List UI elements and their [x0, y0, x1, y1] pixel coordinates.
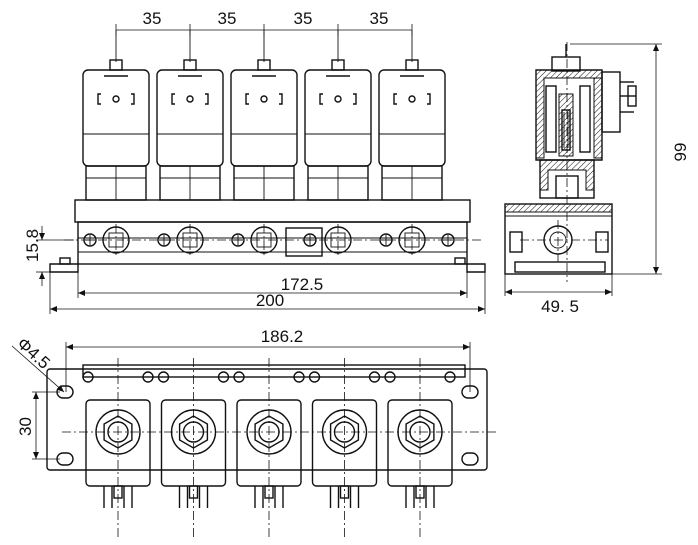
side-width-dimension — [504, 274, 613, 296]
overall-length-label: 200 — [256, 291, 284, 310]
side-width-label: 49. 5 — [541, 297, 579, 316]
side-height-dimension — [570, 43, 662, 275]
pitch-dimensions — [115, 24, 413, 36]
side-section-view — [504, 42, 637, 282]
bottom-valve-3 — [233, 358, 305, 540]
bottom-length-label: 186.2 — [261, 327, 304, 346]
pitch-label-2: 35 — [218, 9, 237, 28]
bottom-length-dimension — [65, 342, 471, 392]
front-view — [49, 30, 486, 273]
mount-spacing-label: 172.5 — [281, 275, 324, 294]
base-height-label: 15.8 — [23, 229, 42, 262]
solenoid-coil-4 — [304, 30, 372, 256]
pitch-label-4: 35 — [370, 9, 389, 28]
bottom-view — [46, 358, 498, 540]
hole-diameter-label: Φ4.5 — [13, 334, 53, 373]
base-height-dimension — [36, 226, 74, 286]
bottom-valve-1 — [82, 358, 154, 540]
hole-diameter-leader — [11, 345, 65, 393]
bottom-valve-5 — [384, 358, 456, 540]
pitch-label-3: 35 — [294, 9, 313, 28]
hole-spacing-label: 30 — [16, 417, 35, 436]
solenoid-coil-5 — [378, 30, 446, 256]
length-dimensions — [49, 272, 486, 314]
bottom-valve-4 — [308, 358, 381, 540]
pitch-label-1: 35 — [143, 9, 162, 28]
bottom-valve-2 — [157, 358, 230, 540]
side-height-label: 99 — [671, 143, 690, 162]
hole-spacing-dimension — [32, 391, 60, 460]
